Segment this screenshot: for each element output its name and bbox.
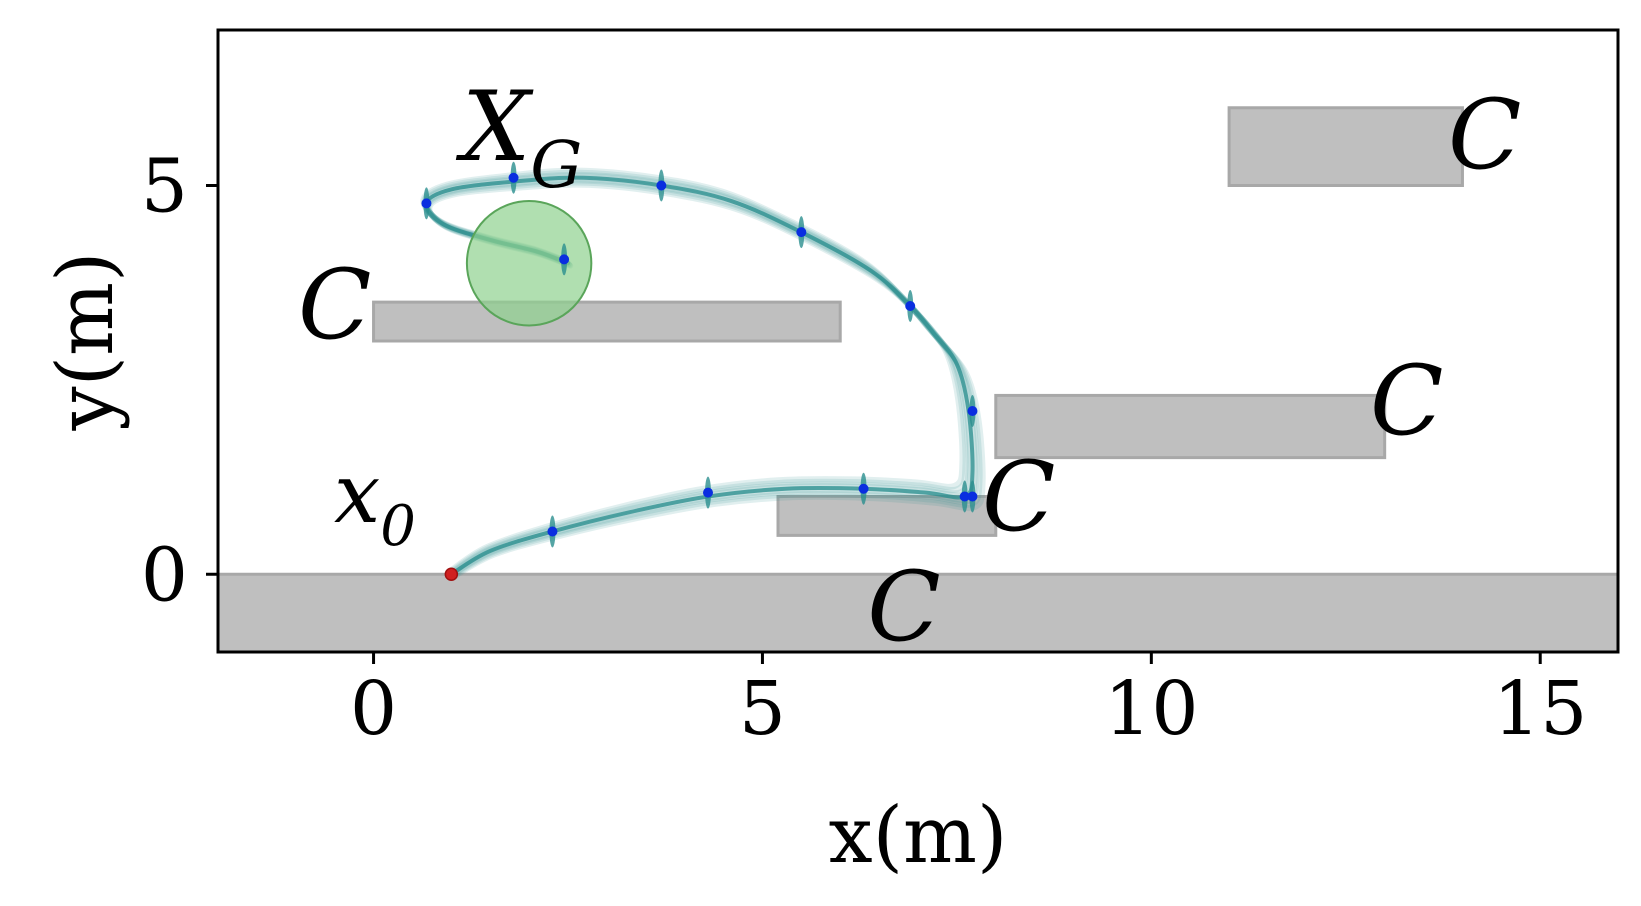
obstacle-label-middle-right: C — [1370, 345, 1443, 457]
waypoint-5 — [967, 405, 978, 416]
x-tick-label-3: 15 — [1493, 666, 1587, 752]
x-tick-label-2: 10 — [1104, 666, 1198, 752]
start-label: x0 — [334, 447, 416, 559]
waypoint-1 — [703, 487, 713, 498]
x-axis-label: x(m) — [829, 791, 1008, 881]
waypoint-8 — [656, 180, 667, 191]
waypoint-11 — [559, 254, 570, 265]
waypoint-10 — [421, 198, 432, 209]
y-tick-label-1: 5 — [141, 144, 188, 230]
obstacle-label-upper-left: C — [298, 249, 371, 361]
obstacle-label-small-shelf: C — [982, 441, 1055, 553]
y-tick-label-0: 0 — [141, 532, 188, 618]
tick-layer: 0 5 10 15 0 5 — [141, 144, 1587, 753]
goal-region-layer — [465, 200, 593, 327]
obstacle-2 — [994, 393, 1387, 460]
x-tick-label-0: 0 — [350, 666, 397, 752]
obstacle-3 — [776, 495, 998, 537]
obstacle-layer — [218, 106, 1618, 652]
goal-region — [465, 200, 593, 327]
obstacle-label-ground: C — [867, 551, 940, 663]
x-tick-label-1: 5 — [739, 666, 786, 752]
trajectory-sample-8 — [426, 181, 986, 580]
waypoint-0 — [547, 526, 558, 537]
waypoint-6 — [905, 301, 916, 312]
obstacle-label-top-right: C — [1448, 79, 1521, 191]
axes-frame — [216, 28, 1620, 654]
obstacle-1 — [1227, 106, 1464, 187]
waypoint-2 — [858, 483, 869, 494]
start-point — [444, 567, 459, 581]
waypoint-4 — [967, 491, 978, 502]
waypoint-7 — [796, 227, 807, 238]
waypoint-9 — [508, 172, 519, 183]
y-axis-label: y(m) — [41, 252, 131, 432]
obstacle-0 — [372, 300, 842, 343]
waypoint-3 — [959, 491, 970, 502]
waypoint-layer — [421, 161, 978, 581]
trajectory-sample-7 — [425, 179, 983, 579]
goal-label: XG — [455, 71, 582, 203]
obstacle-4 — [218, 572, 1618, 652]
